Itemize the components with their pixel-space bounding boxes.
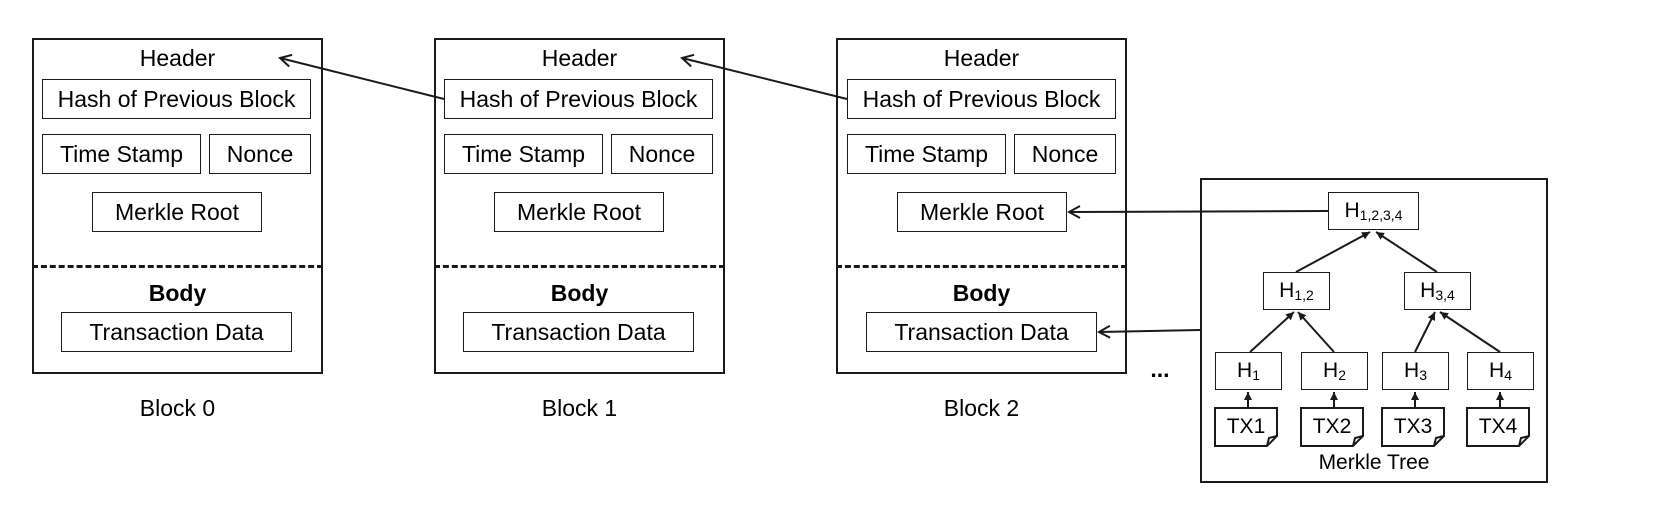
edge-h2-h12 — [1297, 311, 1335, 353]
tx3-document-icon — [1381, 407, 1445, 447]
merkle-tree-caption: Merkle Tree — [1318, 451, 1430, 474]
hash-node-3-base: H — [1404, 359, 1420, 382]
edge-h12-root — [1295, 231, 1371, 273]
tx2-document-icon — [1300, 407, 1364, 447]
edge-h34-root — [1375, 231, 1438, 273]
tx1-document-icon — [1214, 407, 1278, 447]
hash-node-1-base: H — [1237, 359, 1253, 382]
block-1-timestamp: Time Stamp — [444, 134, 603, 174]
block-0-timestamp: Time Stamp — [42, 134, 201, 174]
merkle-root-node-sub: 1,2,3,4 — [1359, 207, 1403, 223]
transactions-arrow — [1099, 330, 1201, 332]
edge-h4-h34 — [1439, 311, 1501, 353]
hash-node-2-base: H — [1323, 359, 1339, 382]
tx4-document-icon — [1466, 407, 1530, 447]
block-2-transaction-data: Transaction Data — [866, 312, 1097, 352]
block-0-nonce: Nonce — [209, 134, 311, 174]
block-1-merkle-root: Merkle Root — [494, 192, 664, 232]
hash-node-1-sub: 1 — [1252, 367, 1260, 383]
hash-node-4-base: H — [1489, 359, 1505, 382]
edge-h1-h12 — [1249, 311, 1295, 353]
block-0-prev-hash: Hash of Previous Block — [42, 79, 311, 119]
merkle-tree-panel — [1200, 178, 1548, 483]
block-1-header-label: Header — [541, 45, 618, 71]
block-1-prev-hash: Hash of Previous Block — [444, 79, 713, 119]
hash-node-2-sub: 2 — [1338, 367, 1346, 383]
block-0-caption: Block 0 — [139, 395, 216, 421]
block-2-prev-hash: Hash of Previous Block — [847, 79, 1116, 119]
tx4-label: TX4 — [1478, 415, 1518, 438]
block-2-merkle-root: Merkle Root — [897, 192, 1067, 232]
tx1-label: TX1 — [1226, 415, 1266, 438]
block-2-nonce: Nonce — [1014, 134, 1116, 174]
hash-node-1-2-base: H — [1279, 279, 1295, 302]
block-1-caption: Block 1 — [541, 395, 618, 421]
edge-h3-h34 — [1414, 311, 1436, 353]
merkle-root-node-base: H — [1344, 199, 1360, 222]
block-1-transaction-data: Transaction Data — [463, 312, 694, 352]
chain-arrow-block1-to-block0 — [280, 58, 445, 100]
block-2-timestamp: Time Stamp — [847, 134, 1006, 174]
ellipsis: ... — [1150, 356, 1170, 382]
block-0-transaction-data: Transaction Data — [61, 312, 292, 352]
block-1-body-label: Body — [550, 280, 609, 306]
hash-node-3-4-base: H — [1420, 279, 1436, 302]
block-2-divider — [836, 265, 1127, 268]
block-0-merkle-root: Merkle Root — [92, 192, 262, 232]
block-2-header-label: Header — [943, 45, 1020, 71]
block-1-divider — [434, 265, 725, 268]
block-0-header-label: Header — [139, 45, 216, 71]
hash-node-3-4-sub: 3,4 — [1435, 287, 1455, 303]
tx2-label: TX2 — [1312, 415, 1352, 438]
block-0-body-label: Body — [148, 280, 207, 306]
hash-node-4-sub: 4 — [1504, 367, 1512, 383]
block-2-caption: Block 2 — [943, 395, 1020, 421]
block-1-nonce: Nonce — [611, 134, 713, 174]
block-2-body-label: Body — [952, 280, 1011, 306]
tx3-label: TX3 — [1393, 415, 1433, 438]
hash-node-3-sub: 3 — [1419, 367, 1427, 383]
chain-arrow-block2-to-block1 — [682, 58, 848, 100]
merkle-root-arrow — [1069, 211, 1329, 212]
block-0-divider — [32, 265, 323, 268]
hash-node-1-2-sub: 1,2 — [1294, 287, 1314, 303]
